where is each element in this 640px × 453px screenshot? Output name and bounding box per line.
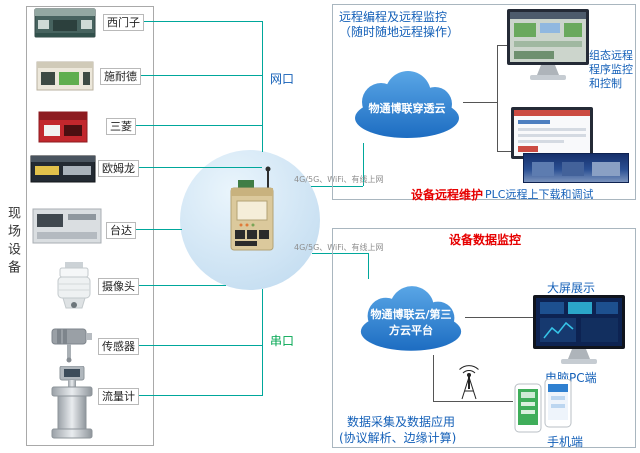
bigscreen-monitor-icon	[533, 295, 625, 364]
bigscreen-caption: 大屏展示	[547, 281, 596, 295]
third-party-cloud: 物通博联云/第三 方云平台	[357, 279, 465, 355]
penetration-cloud: 物通博联穿透云	[351, 65, 463, 141]
serial-port-label: 串口	[270, 334, 295, 348]
device-label-mitsubishi: 三菱	[106, 118, 136, 135]
device-label-sensor: 传感器	[98, 338, 139, 355]
phones-icon	[514, 379, 572, 433]
wan-line-top-riser	[363, 143, 364, 186]
connector-line-siemens	[136, 21, 262, 22]
delta-plc-icon	[32, 208, 102, 244]
remote-panel-subtitle: （随时随地远程操作）	[339, 25, 460, 39]
scada-caption: 组态远程程序监控和控制	[589, 49, 633, 90]
wan-line-bottom	[312, 253, 368, 254]
device-label-siemens: 西门子	[103, 14, 144, 31]
data-monitoring-badge: 设备数据监控	[449, 233, 522, 247]
lan-port-label: 网口	[270, 72, 295, 86]
cloud-to-phone-drop	[433, 355, 434, 401]
wan-label-bottom: 4G/5G、WiFi、有线上网	[294, 243, 384, 252]
penetration-cloud-label: 物通博联穿透云	[368, 102, 446, 115]
remote-maintenance-badge: 设备远程维护	[411, 188, 484, 202]
device-label-omron: 欧姆龙	[98, 160, 139, 177]
phone-caption: 手机端	[547, 435, 584, 449]
monitors-bus-line	[497, 45, 498, 151]
connector-line-delta	[136, 229, 182, 230]
remote-panel-title: 远程编程及远程监控	[339, 10, 448, 24]
cloud-icon	[360, 286, 462, 351]
connector-line-sensor	[136, 345, 262, 346]
serial-bus-line	[262, 289, 263, 396]
schneider-plc-icon	[36, 61, 94, 91]
wan-label-top: 4G/5G、WiFi、有线上网	[294, 175, 384, 184]
plc-photo-banner	[523, 153, 629, 183]
banner-detail	[532, 162, 554, 176]
lan-bus-line	[262, 21, 263, 152]
cloud-icon	[355, 71, 459, 138]
camera-icon	[57, 262, 91, 309]
footer-line2: (协议解析、边缘计算)	[339, 431, 457, 445]
flowmeter-icon	[51, 366, 93, 439]
connector-line-flowmeter	[136, 395, 262, 396]
antenna-icon	[459, 365, 479, 400]
monitor1-branch-line	[497, 45, 507, 46]
third-party-cloud-label-line2: 方云平台	[389, 324, 433, 337]
scada-monitor-icon	[507, 9, 589, 80]
connector-line-omron	[136, 167, 262, 168]
cloud-to-phone-line	[433, 401, 513, 402]
cloud-to-screen-line	[465, 317, 533, 318]
connector-line-schneider	[136, 75, 262, 76]
device-label-delta: 台达	[106, 222, 136, 239]
data-panel: 设备数据监控 物通博联云/第三 方云平台 大屏展示	[332, 228, 636, 449]
omron-plc-icon	[30, 155, 96, 183]
cloud-to-monitors-line	[463, 102, 497, 103]
remote-panel: 远程编程及远程监控 （随时随地远程操作） 物通博联穿透云	[332, 4, 636, 202]
banner-detail	[562, 162, 584, 176]
field-devices-vertical-label: 现场设备	[5, 206, 20, 278]
device-label-camera: 摄像头	[98, 278, 139, 295]
sensor-icon	[51, 328, 92, 363]
footer-line1: 数据采集及数据应用	[347, 415, 456, 429]
device-label-flowmeter: 流量计	[98, 388, 139, 405]
wan-line-top	[311, 186, 363, 187]
third-party-cloud-label-line1: 物通博联云/第三	[370, 308, 452, 321]
device-label-schneider: 施耐德	[100, 68, 141, 85]
wan-line-bottom-drop	[368, 253, 369, 279]
plc-caption: PLC远程上下载和调试	[485, 188, 594, 201]
industrial-router-icon	[230, 166, 274, 251]
banner-detail	[592, 162, 620, 176]
connector-line-mitsubishi	[136, 125, 262, 126]
monitor2-branch-line	[497, 151, 511, 152]
field-devices-box	[26, 6, 154, 446]
connector-line-camera	[136, 285, 226, 286]
siemens-plc-icon	[34, 8, 96, 38]
mitsubishi-plc-icon	[38, 111, 88, 143]
